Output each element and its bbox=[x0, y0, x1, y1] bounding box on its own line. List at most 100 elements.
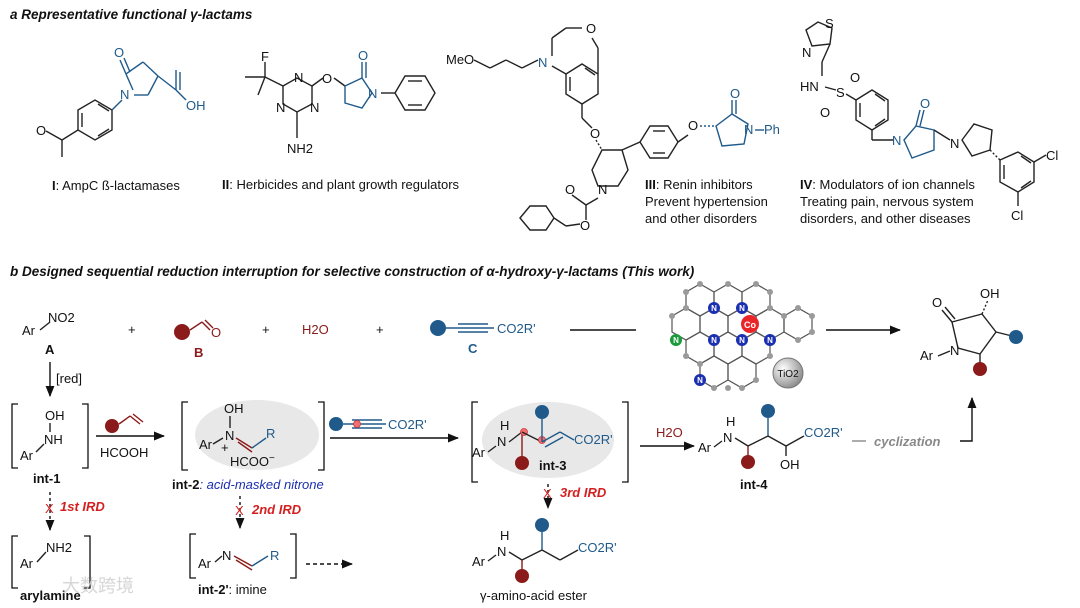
reagent-B-label: B bbox=[194, 345, 203, 360]
compound-IV-caption-line3: disorders, and other diseases bbox=[800, 211, 971, 226]
compound-III-n-morph: N bbox=[538, 55, 547, 70]
int-4: H N Ar CO2R' OH int-4 bbox=[698, 404, 843, 492]
compound-IV-hn: HN bbox=[800, 79, 819, 94]
compound-IV-lactam-n: N bbox=[892, 133, 901, 148]
compound-II-ether-o: O bbox=[322, 71, 332, 86]
gamma-h: H bbox=[500, 528, 509, 543]
compound-III-meo: MeO bbox=[446, 52, 474, 67]
compound-IV-cl1: Cl bbox=[1046, 148, 1058, 163]
compound-I-n: N bbox=[120, 87, 129, 102]
hcooh-label: HCOOH bbox=[100, 445, 148, 460]
reagent-B-o: O bbox=[211, 325, 221, 340]
compound-II-lactam-o: O bbox=[358, 48, 368, 63]
compound-IV-thiazole-n: N bbox=[802, 45, 811, 60]
int-2p-n: N bbox=[222, 548, 231, 563]
int-3-h: H bbox=[500, 418, 509, 433]
catalyst-n-5: N bbox=[767, 336, 773, 345]
int-4-n: N bbox=[723, 430, 732, 445]
ird-3-label: 3rd IRD bbox=[560, 485, 607, 500]
compound-IV-cl2: Cl bbox=[1011, 208, 1023, 223]
compound-III-carbamate-o2: O bbox=[580, 218, 590, 233]
arrow-cyclization-up bbox=[960, 396, 977, 442]
catalyst-co: Co bbox=[744, 320, 756, 330]
compound-IV-sulfonyl-o2: O bbox=[820, 105, 830, 120]
int-4-ester: CO2R' bbox=[804, 425, 843, 440]
panel-b-heading: b Designed sequential reduction interrup… bbox=[10, 264, 695, 279]
arylamine-ar: Ar bbox=[20, 556, 34, 571]
int-2-plus: + bbox=[221, 440, 229, 455]
compound-IV-caption-line2: Treating pain, nervous system bbox=[800, 194, 974, 209]
int-1-oh: OH bbox=[45, 408, 65, 423]
product-o: O bbox=[932, 295, 942, 310]
catalyst-n-green: N bbox=[673, 336, 679, 345]
int-4-oh: OH bbox=[780, 457, 800, 472]
catalyst-n-6: N bbox=[697, 376, 703, 385]
plus-3: + bbox=[376, 322, 384, 337]
int-1: OH NH Ar int-1 bbox=[11, 403, 89, 486]
int-2-oh: OH bbox=[224, 401, 244, 416]
catalyst-n-4: N bbox=[739, 336, 745, 345]
catalyst-co-n-c: N N N N N N N Co TiO2 bbox=[669, 281, 815, 391]
reagent-A-ar: Ar bbox=[22, 323, 36, 338]
compound-III-caption-line3: and other disorders bbox=[645, 211, 758, 226]
reagent-A-no2: NO2 bbox=[48, 310, 75, 325]
compound-III-lactam-o: O bbox=[730, 86, 740, 101]
compound-III-o-link: O bbox=[590, 126, 600, 141]
int-3-n: N bbox=[497, 434, 506, 449]
compound-III-n-pip: N bbox=[598, 182, 607, 197]
compound-III-ph: Ph bbox=[764, 122, 780, 137]
int-2: OH N + Ar R HCOO− int-2: acid-masked nit… bbox=[172, 400, 325, 492]
int-2-r: R bbox=[266, 426, 275, 441]
compound-I-ketone-o: O bbox=[36, 123, 46, 138]
int-2-ar: Ar bbox=[199, 437, 213, 452]
compound-II: F N N N NH2 O O N II: Herbicides and pla… bbox=[222, 48, 460, 192]
catalyst-n-2: N bbox=[739, 304, 745, 313]
int-2-caption: int-2: acid-masked nitrone bbox=[172, 477, 324, 492]
product-ar: Ar bbox=[920, 348, 934, 363]
gamma-amino-acid-ester: H N Ar CO2R' γ-amino-acid ester bbox=[472, 518, 617, 603]
compound-IV-pyrrolidine-n: N bbox=[950, 136, 959, 151]
compound-IV: S N HN S O O N O N Cl Cl IV: Modulators … bbox=[800, 16, 1058, 226]
compound-III-o-ring: O bbox=[586, 21, 596, 36]
int-2p-caption: int-2': imine bbox=[198, 582, 267, 597]
panel-a-heading: a Representative functional γ-lactams bbox=[10, 7, 253, 22]
int-2p-ar: Ar bbox=[198, 556, 212, 571]
compound-IV-lactam-o: O bbox=[920, 96, 930, 111]
gamma-ester-group: CO2R' bbox=[578, 540, 617, 555]
reagent-C-label: C bbox=[468, 341, 478, 356]
product-lactam: O OH N Ar bbox=[920, 286, 1023, 376]
gamma-label: γ-amino-acid ester bbox=[480, 588, 588, 603]
reagent-A: Ar NO2 A bbox=[22, 310, 75, 357]
compound-II-n3: N bbox=[310, 100, 319, 115]
step-alkyne-ester: CO2R' bbox=[388, 417, 427, 432]
water-step-label: H2O bbox=[656, 425, 683, 440]
step-alkyne: CO2R' bbox=[329, 417, 427, 432]
compound-I: O N O OH I: AmpC ß-lactamases bbox=[36, 45, 206, 193]
catalyst-n-3: N bbox=[711, 336, 717, 345]
product-oh: OH bbox=[980, 286, 1000, 301]
watermark-text: 大数跨境 bbox=[62, 576, 134, 597]
compound-II-n: N bbox=[368, 86, 377, 101]
plus-1: + bbox=[128, 322, 136, 337]
catalyst-tio2: TiO2 bbox=[777, 369, 799, 380]
compound-II-nh2: NH2 bbox=[287, 141, 313, 156]
compound-III-carbamate-o: O bbox=[565, 182, 575, 197]
int-4-h: H bbox=[726, 414, 735, 429]
reagent-A-label: A bbox=[45, 342, 55, 357]
int-3-ester: CO2R' bbox=[574, 432, 613, 447]
int-2-n: N bbox=[225, 428, 234, 443]
compound-II-n2: N bbox=[276, 100, 285, 115]
compound-III-lactam-n: N bbox=[744, 122, 753, 137]
ird-2-x: X bbox=[235, 503, 244, 518]
compound-III-ether-o: O bbox=[688, 118, 698, 133]
reagent-B: O B bbox=[174, 319, 221, 360]
compound-II-n1: N bbox=[294, 70, 303, 85]
step-aldehyde bbox=[105, 413, 144, 433]
reagent-water: H2O bbox=[302, 322, 329, 337]
catalyst-n-1: N bbox=[711, 304, 717, 313]
compound-III-caption-line2: Prevent hypertension bbox=[645, 194, 768, 209]
int-4-ar: Ar bbox=[698, 440, 712, 455]
ird-1-x: X bbox=[45, 501, 54, 516]
ird-2-label: 2nd IRD bbox=[251, 502, 302, 517]
